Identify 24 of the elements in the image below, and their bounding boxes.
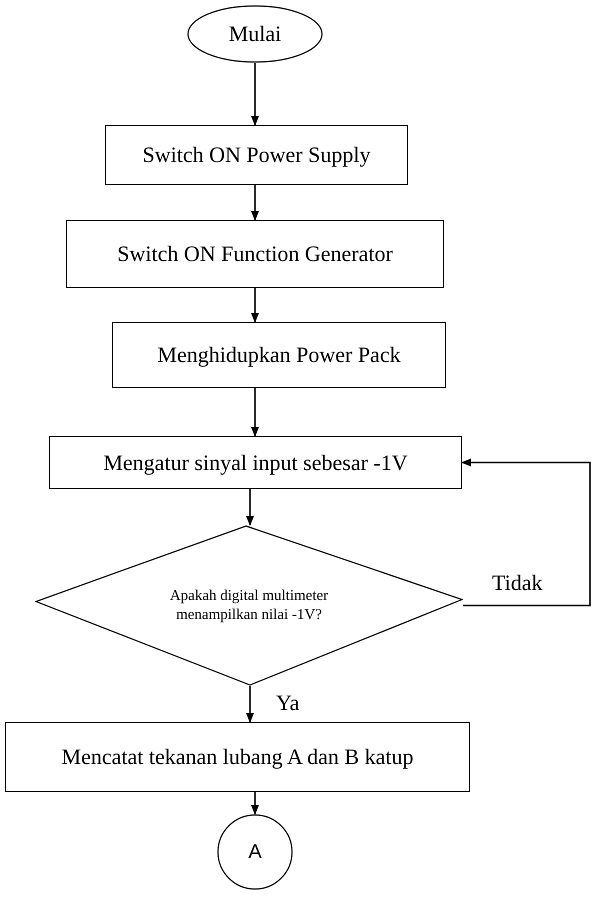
node-text: Apakah digital multimeter menampilkan nilai -1V? — [169, 586, 329, 624]
node-text: Switch ON Function Generator — [117, 240, 393, 268]
process-box — [105, 125, 408, 185]
decision-diamond — [35, 525, 463, 686]
process-box — [112, 322, 446, 388]
node-text: Mencatat tekanan lubang A dan B katup — [62, 743, 414, 771]
node-text: Menghidupkan Power Pack — [157, 341, 401, 369]
process-box — [5, 722, 470, 792]
arrow — [461, 458, 591, 606]
arrow — [251, 63, 259, 126]
node-text: Mulai — [228, 20, 282, 48]
arrow — [246, 686, 254, 723]
arrow — [251, 388, 259, 437]
connector-circle — [217, 814, 293, 890]
node-text: Mengatur sinyal input sebesar -1V — [103, 448, 408, 476]
node-text: Switch ON Power Supply — [142, 141, 370, 169]
arrow — [251, 792, 259, 815]
process-box — [66, 220, 444, 288]
process-box — [49, 436, 462, 489]
arrow — [246, 489, 254, 526]
arrow — [251, 185, 259, 221]
arrow — [251, 288, 259, 323]
node-text: A — [248, 840, 262, 864]
start-ellipse — [187, 5, 323, 63]
